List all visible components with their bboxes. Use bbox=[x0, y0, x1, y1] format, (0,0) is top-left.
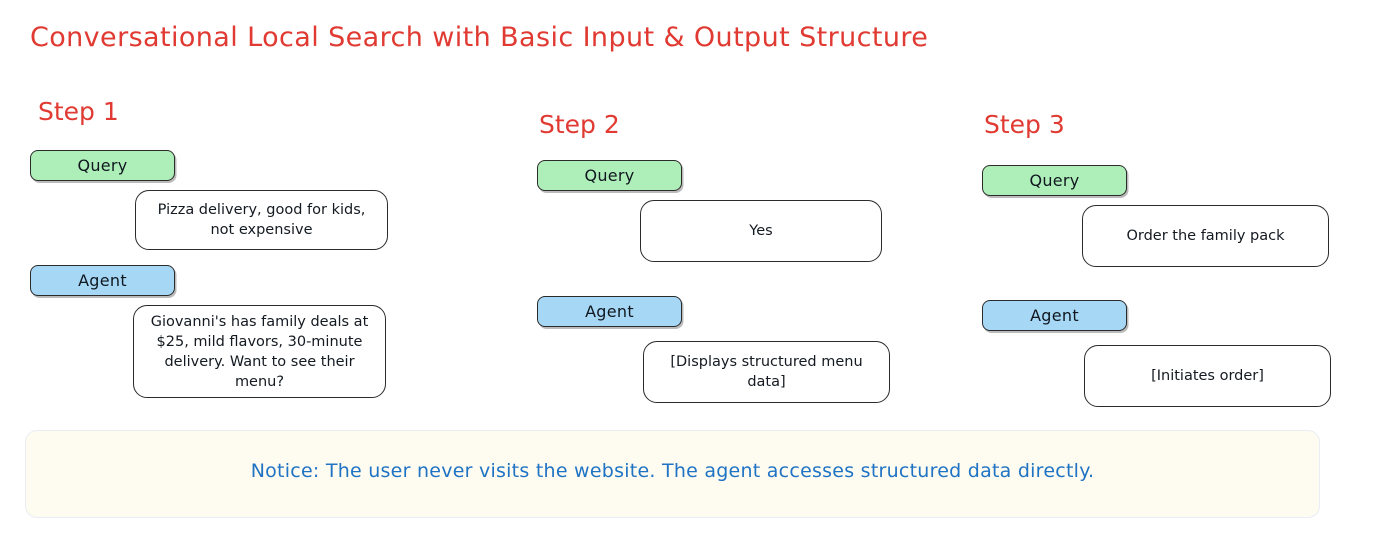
notice-banner: Notice: The user never visits the websit… bbox=[25, 430, 1320, 518]
step-2-agent-badge-label: Agent bbox=[585, 302, 634, 321]
page-title: Conversational Local Search with Basic I… bbox=[30, 22, 929, 53]
step-2-query-bubble[interactable]: Yes bbox=[640, 200, 882, 262]
step-2-query-badge-label: Query bbox=[584, 166, 635, 185]
step-3-query-badge[interactable]: Query bbox=[982, 165, 1127, 196]
step-1-query-badge[interactable]: Query bbox=[30, 150, 175, 181]
step-2-heading: Step 2 bbox=[539, 110, 620, 139]
step-1-query-badge-label: Query bbox=[77, 156, 128, 175]
step-2-agent-badge[interactable]: Agent bbox=[537, 296, 682, 327]
step-2-query-badge[interactable]: Query bbox=[537, 160, 682, 191]
step-column-1: Step 1 Query Pizza delivery, good for ki… bbox=[18, 0, 448, 420]
step-3-heading: Step 3 bbox=[984, 110, 1065, 139]
step-3-query-bubble[interactable]: Order the family pack bbox=[1082, 205, 1329, 267]
step-1-query-bubble[interactable]: Pizza delivery, good for kids, not expen… bbox=[135, 190, 388, 250]
step-1-agent-badge[interactable]: Agent bbox=[30, 265, 175, 296]
step-column-2: Step 2 Query Yes Agent [Displays structu… bbox=[520, 0, 950, 420]
step-1-agent-bubble[interactable]: Giovanni's has family deals at $25, mild… bbox=[133, 305, 386, 398]
step-1-heading: Step 1 bbox=[38, 97, 119, 126]
step-1-agent-badge-label: Agent bbox=[78, 271, 127, 290]
notice-text: Notice: The user never visits the websit… bbox=[250, 460, 1095, 482]
step-column-3: Step 3 Query Order the family pack Agent… bbox=[965, 0, 1375, 420]
step-3-agent-bubble[interactable]: [Initiates order] bbox=[1084, 345, 1331, 407]
step-3-agent-badge[interactable]: Agent bbox=[982, 300, 1127, 331]
step-2-agent-bubble[interactable]: [Displays structured menu data] bbox=[643, 341, 890, 403]
step-3-query-badge-label: Query bbox=[1029, 171, 1080, 190]
step-3-agent-badge-label: Agent bbox=[1030, 306, 1079, 325]
